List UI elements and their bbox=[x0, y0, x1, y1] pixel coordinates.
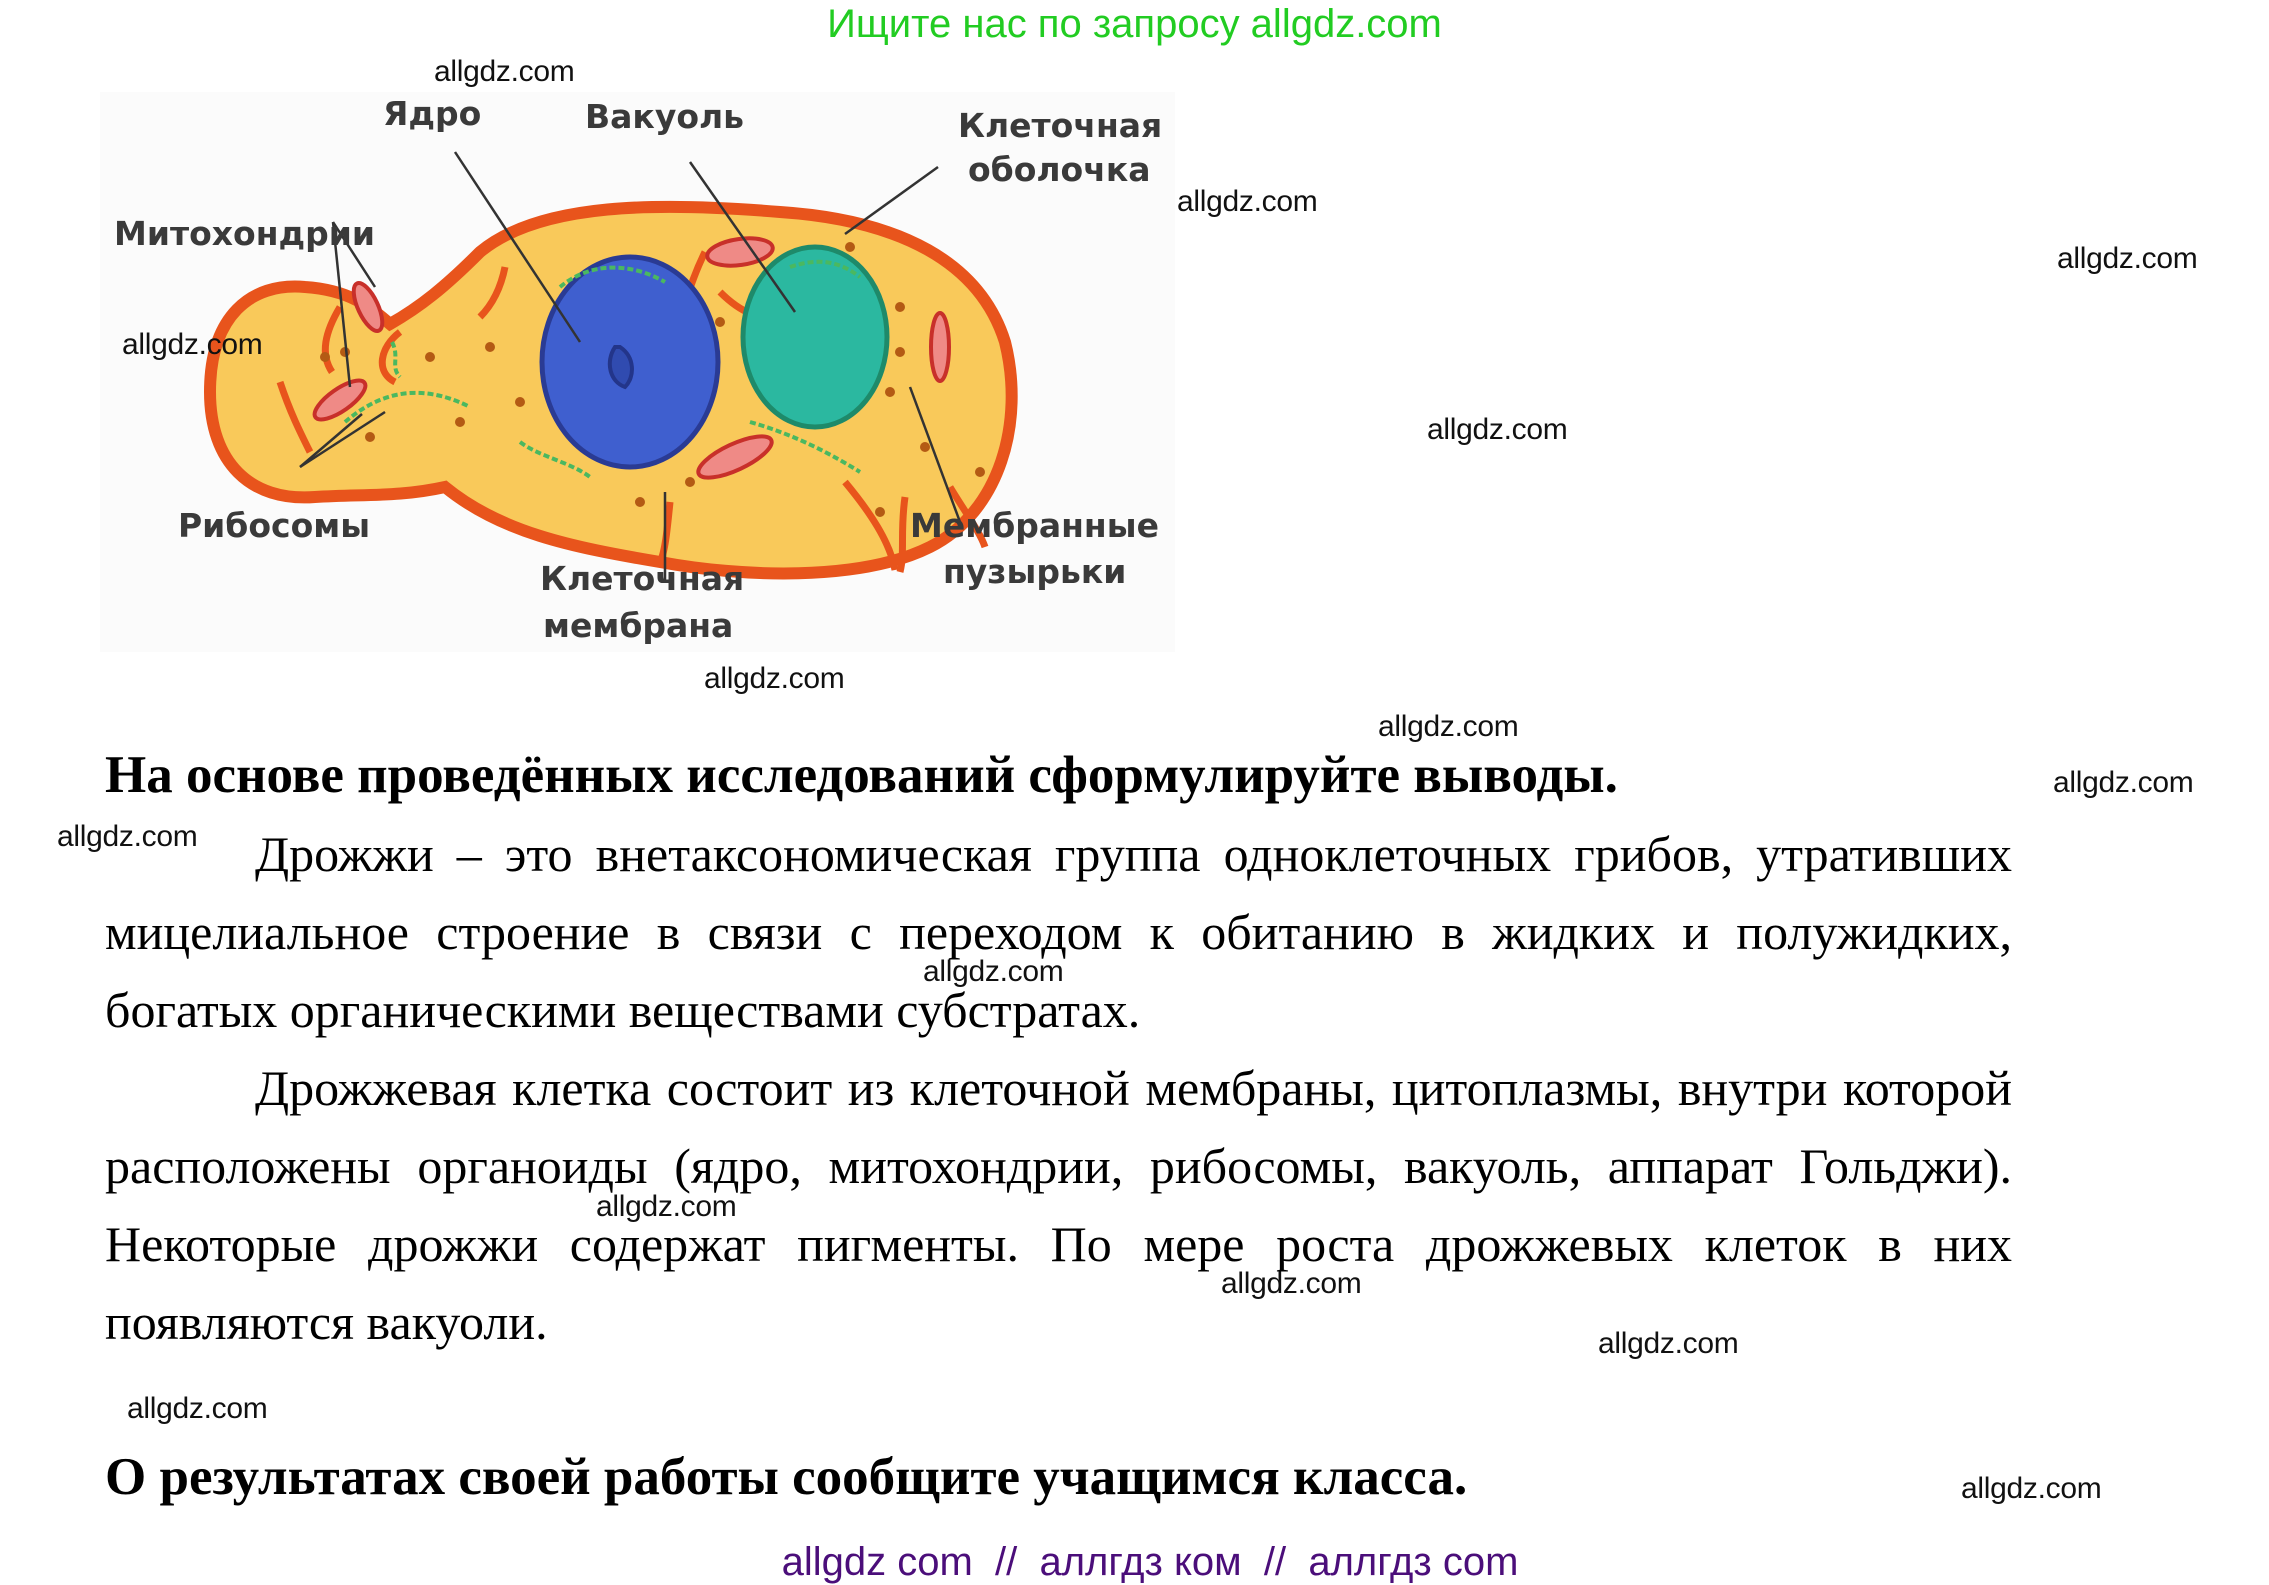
label-vacuole: Вакуоль bbox=[585, 97, 745, 136]
watermark: allgdz.com bbox=[122, 328, 263, 361]
closing-instruction: О результатах своей работы сообщите учащ… bbox=[105, 1448, 1468, 1506]
watermark: allgdz.com bbox=[434, 55, 575, 88]
label-ribosomes: Рибосомы bbox=[178, 506, 371, 545]
watermark: allgdz.com bbox=[127, 1392, 268, 1425]
conclusions-text: Дрожжи – это внетаксономическая группа о… bbox=[105, 815, 2012, 1361]
label-cell-membrane-line2: мембрана bbox=[543, 606, 734, 645]
promo-banner: Ищите нас по запросу allgdz.com bbox=[827, 2, 1442, 46]
label-cell-wall-line2: оболочка bbox=[968, 150, 1151, 189]
watermark: allgdz.com bbox=[57, 820, 198, 853]
watermark: allgdz.com bbox=[2057, 242, 2198, 275]
watermark: allgdz.com bbox=[923, 955, 1064, 988]
watermark: allgdz.com bbox=[1177, 185, 1318, 218]
watermark: allgdz.com bbox=[1221, 1267, 1362, 1300]
label-mitochondria: Митохондрии bbox=[114, 214, 376, 253]
label-cell-membrane-line1: Клеточная bbox=[540, 559, 745, 598]
label-vesicles-line2: пузырьки bbox=[943, 552, 1127, 591]
watermark: allgdz.com bbox=[704, 662, 845, 695]
watermark: allgdz.com bbox=[596, 1190, 737, 1223]
label-vesicles-line1: Мембранные bbox=[910, 506, 1159, 545]
watermark: allgdz.com bbox=[1598, 1327, 1739, 1360]
watermark: allgdz.com bbox=[1378, 710, 1519, 743]
label-cell-wall-line1: Клеточная bbox=[958, 106, 1163, 145]
yeast-cell-illustration bbox=[100, 92, 1175, 652]
watermark: allgdz.com bbox=[2053, 766, 2194, 799]
label-nucleus: Ядро bbox=[383, 94, 482, 133]
watermark: allgdz.com bbox=[1961, 1472, 2102, 1505]
watermark: allgdz.com bbox=[1427, 413, 1568, 446]
footer-banner: allgdz com // аллгдз ком // аллгдз com bbox=[781, 1540, 1519, 1584]
section-heading: На основе проведённых исследований сформ… bbox=[105, 746, 1618, 804]
yeast-cell-diagram: Ядро Вакуоль Клеточная оболочка Митохонд… bbox=[100, 92, 1175, 652]
paragraph-1: Дрожжи – это внетаксономическая группа о… bbox=[105, 826, 2012, 1038]
paragraph-2: Дрожжевая клетка состоит из клеточной ме… bbox=[105, 1060, 2012, 1350]
